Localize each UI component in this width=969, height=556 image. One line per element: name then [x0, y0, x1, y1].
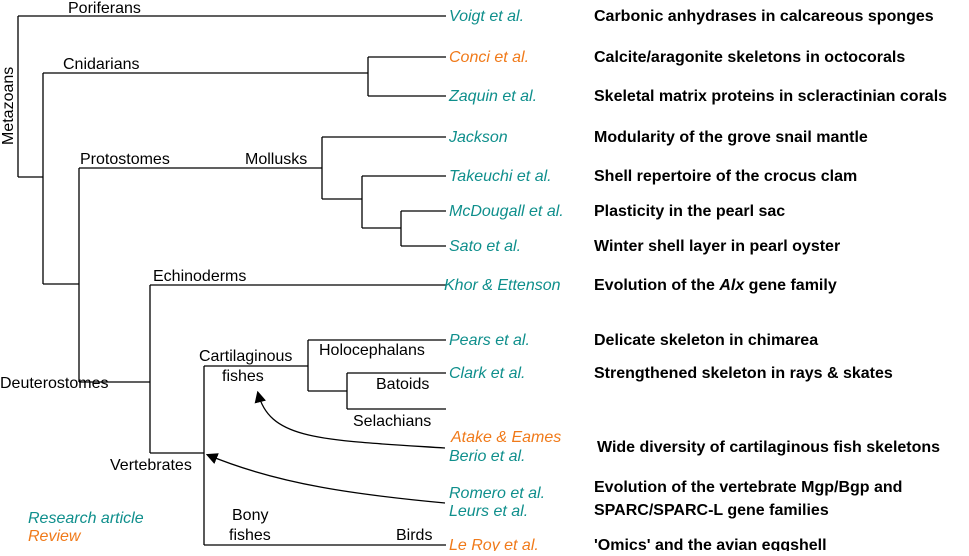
author-label: Clark et al. — [449, 365, 525, 382]
clade-label-poriferans: Poriferans — [68, 0, 141, 17]
topic-label: Delicate skeleton in chimarea — [594, 332, 818, 349]
author-label: Pears et al. — [449, 332, 530, 349]
topic-labels: Carbonic anhydrases in calcareous sponge… — [594, 8, 947, 554]
tree-branches — [17, 15, 446, 546]
clade-label-birds: Birds — [396, 527, 432, 544]
legend-research-article: Research article — [28, 510, 144, 527]
arrow-to-vertebrates — [205, 453, 446, 504]
author-label: Leurs et al. — [449, 503, 528, 520]
author-label: Romero et al. — [449, 485, 545, 502]
clade-label-metazoans: Metazoans — [0, 67, 17, 145]
author-label: Khor & Ettenson — [444, 277, 561, 294]
author-label: Sato et al. — [449, 238, 521, 255]
author-label: Voigt et al. — [449, 8, 524, 25]
author-label: McDougall et al. — [449, 203, 564, 220]
topic-label: Strengthened skeleton in rays & skates — [594, 365, 893, 382]
clade-labels: Metazoans Poriferans Cnidarians Protosto… — [0, 0, 432, 544]
topic-label: Calcite/aragonite skeletons in octocoral… — [594, 49, 905, 66]
clade-label-cnidarians: Cnidarians — [63, 56, 139, 73]
author-label: Zaquin et al. — [448, 88, 537, 105]
clade-label-bony: Bony — [232, 507, 268, 524]
arrow-to-cartilaginous-fishes — [254, 390, 446, 449]
topic-label-alx: Evolution of the Alx gene family — [594, 277, 837, 294]
author-label: Berio et al. — [449, 448, 525, 465]
legend-review: Review — [28, 528, 82, 545]
clade-label-echinoderms: Echinoderms — [153, 268, 246, 285]
author-label: Jackson — [448, 129, 508, 146]
author-label: Atake & Eames — [450, 429, 561, 446]
topic-label: Plasticity in the pearl sac — [594, 203, 785, 220]
topic-label: 'Omics' and the avian eggshell — [594, 537, 827, 551]
clade-label-bony-fishes: fishes — [229, 527, 271, 544]
clade-label-holocephalans: Holocephalans — [319, 342, 425, 359]
clade-label-cartilaginous-fishes: fishes — [222, 368, 264, 385]
clade-label-cartilaginous: Cartilaginous — [199, 348, 292, 365]
clade-label-mollusks: Mollusks — [245, 151, 307, 168]
topic-label: SPARC/SPARC-L gene families — [594, 502, 829, 519]
topic-label: Evolution of the vertebrate Mgp/Bgp and — [594, 479, 902, 496]
clade-label-batoids: Batoids — [376, 376, 429, 393]
clade-label-selachians: Selachians — [353, 413, 431, 430]
topic-label: Wide diversity of cartilaginous fish ske… — [597, 439, 940, 456]
topic-label: Skeletal matrix proteins in scleractinia… — [594, 88, 947, 105]
legend: Research article Review — [28, 510, 144, 545]
topic-label: Carbonic anhydrases in calcareous sponge… — [594, 8, 934, 25]
author-label: Takeuchi et al. — [449, 168, 552, 185]
clade-label-protostomes: Protostomes — [80, 151, 170, 168]
topic-label: Modularity of the grove snail mantle — [594, 129, 868, 146]
topic-label: Winter shell layer in pearl oyster — [594, 238, 840, 255]
clade-label-vertebrates: Vertebrates — [110, 457, 192, 474]
author-labels: Voigt et al. Conci et al. Zaquin et al. … — [444, 8, 564, 554]
clade-label-deuterostomes: Deuterostomes — [0, 375, 109, 392]
topic-label: Shell repertoire of the crocus clam — [594, 168, 857, 185]
author-label: Le Roy et al. — [449, 537, 539, 551]
author-label: Conci et al. — [449, 49, 529, 66]
